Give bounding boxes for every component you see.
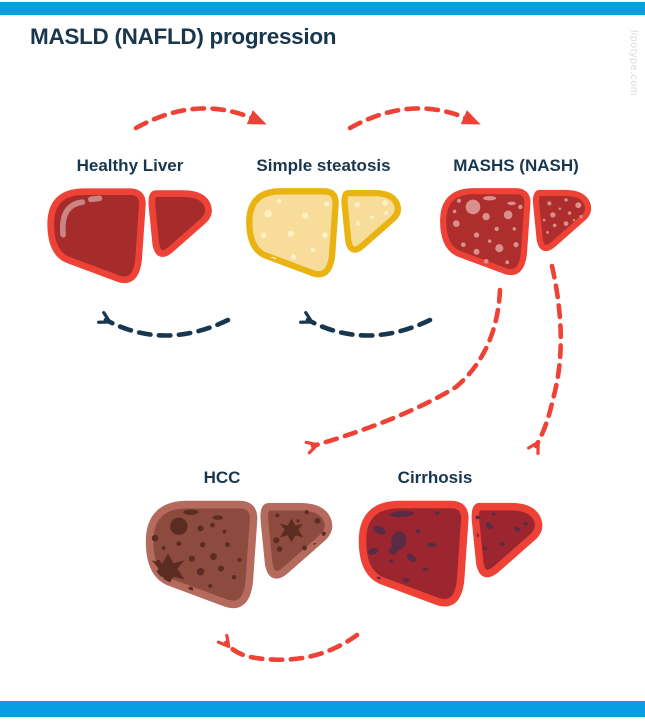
cirrhosis-liver-illustration [358,500,543,607]
stage-mashs-nash: MASHS (NASH) [430,156,602,292]
arrow-mashs-to-hcc [304,287,503,455]
stage-cirrhosis: Cirrhosis [335,468,543,627]
watermark-text: lipotype.com [628,30,640,97]
top-accent-bar [0,2,645,15]
tumor-spots [151,509,327,602]
hcc-liver-illustration [145,500,333,609]
scar-nodule-spots [368,510,528,594]
stage-label-simple-steatosis: Simple steatosis [256,156,391,175]
arrow-cirrhosis-to-hcc [216,632,360,663]
arrow-healthy-to-steatosis [133,106,267,131]
stage-simple-steatosis: Simple steatosis [236,156,411,295]
stage-label-hcc: HCC [203,468,241,487]
arrow-steatosis-to-mashs [347,106,481,131]
liver-shine [59,195,103,238]
stage-hcc: HCC [122,468,333,629]
arrow-steatosis-to-healthy [97,311,231,338]
inflammation-spots [452,195,583,266]
healthy-liver-illustration [47,188,212,284]
page-title: MASLD (NAFLD) progression [30,24,337,49]
mashs-liver-illustration [440,188,592,276]
fat-droplet-spots [260,198,388,265]
arrow-mashs-to-cirrhosis [526,263,564,456]
steatosis-liver-illustration [245,188,401,278]
bottom-accent-bar [0,701,645,717]
stage-healthy-liver: Healthy Liver [40,156,220,302]
arrow-mashs-to-steatosis [299,311,433,338]
stage-label-cirrhosis: Cirrhosis [397,468,473,487]
stage-label-mashs-nash: MASHS (NASH) [453,156,579,175]
stage-label-healthy-liver: Healthy Liver [76,156,184,175]
